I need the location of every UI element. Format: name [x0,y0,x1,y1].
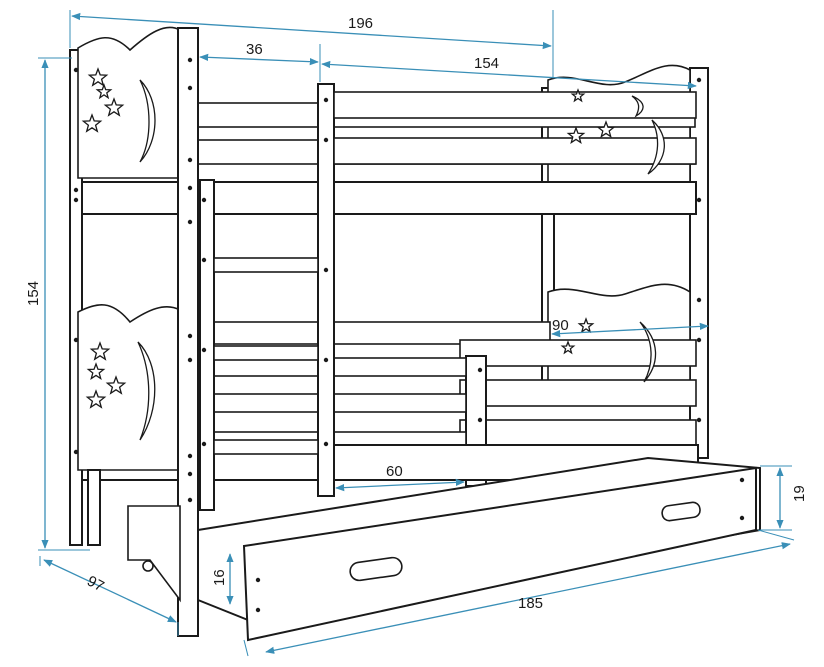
bolt-icon [187,157,193,163]
ladder-rung-3 [213,439,319,455]
bolt-icon [73,187,79,193]
bolt-icon [187,357,193,363]
star-icon [81,113,103,133]
back-lower-headboard [547,283,691,391]
dim-line-ladder-offset [199,53,319,66]
moon-back-lower [639,321,657,383]
bolt-icon [323,357,329,363]
label-entry-opening: 60 [386,463,403,480]
label-mattress-length: 154 [474,55,499,72]
bolt-icon [696,417,702,423]
bolt-icon [201,441,207,447]
bolt-icon [73,449,79,455]
dim-line-total-length [71,12,552,50]
bolt-icon [73,197,79,203]
star-icon [560,340,576,355]
bolt-icon [187,471,193,477]
bolt-icon [323,267,329,273]
bolt-icon [187,85,193,91]
upper-bed-base [77,181,697,215]
bed-structure [69,26,761,642]
front-lower-headboard [77,304,181,471]
dimension-lines [38,10,795,657]
label-depth: 97 [84,573,107,596]
bolt-icon [323,137,329,143]
star-icon [103,97,125,117]
label-drawer-height: 19 [791,485,808,502]
bolt-icon [187,57,193,63]
dim-line-mattress-length [321,60,697,90]
star-icon [95,83,113,100]
label-mattress-width: 90 [552,317,569,334]
bolt-icon [255,577,261,583]
dim-line-mattress-width [551,322,709,338]
bolt-icon [696,197,702,203]
dim-line-entry-opening [335,478,465,492]
bolt-icon [201,347,207,353]
moon-back-upper [647,119,665,175]
star-icon [570,88,586,103]
star-icon [596,120,616,138]
label-drawer-front: 16 [211,569,228,586]
bolt-icon [323,97,329,103]
ladder-rung-2 [213,345,319,361]
bolt-icon [477,367,483,373]
drawer-left-box [127,505,181,603]
bolt-icon [739,515,745,521]
star-icon [85,389,107,409]
bolt-icon [696,77,702,83]
dimension-labels: 196 36 154 154 90 60 97 16 19 185 [25,15,808,612]
ladder-right-rail [317,83,335,497]
lower-guard-rail-2 [459,379,697,407]
bolt-icon [187,185,193,191]
upper-guard-rail-1 [333,91,697,119]
moon-front-upper [139,79,156,163]
bolt-icon [255,607,261,613]
ladder-left-rail [199,179,215,511]
lower-slat-2 [209,393,467,413]
front-left-leg [87,469,101,546]
label-total-length: 196 [348,15,373,32]
upper-guard-rail-2 [333,137,697,165]
bolt-icon [323,441,329,447]
bolts [73,57,745,613]
label-total-height: 154 [25,281,42,306]
bolt-icon [696,337,702,343]
caster-wheel [142,560,154,572]
bolt-icon [73,67,79,73]
moon-front-lower [137,341,156,441]
label-ladder-offset: 36 [246,41,263,58]
front-upper-headboard [77,26,181,179]
bolt-icon [696,297,702,303]
star-icon [89,341,111,361]
lower-guard-rail-1 [459,339,697,367]
bolt-icon [739,477,745,483]
bolt-icon [187,453,193,459]
star-icon [86,362,106,380]
star-icon [87,67,109,87]
bolt-icon [187,219,193,225]
lower-guard-rail-3 [459,419,697,447]
drawer-handle-right [661,501,701,522]
dim-line-drawer-length [265,542,791,654]
ladder-rung-1 [213,257,319,273]
star-icon [105,375,127,395]
bolt-icon [201,197,207,203]
bolt-icon [201,257,207,263]
moon-back-small [631,95,644,118]
bolt-icon [73,337,79,343]
label-drawer-length: 185 [518,595,543,612]
bolt-icon [477,417,483,423]
dim-line-depth [43,559,177,623]
star-icon [566,126,586,144]
front-main-post [177,27,199,637]
bolt-icon [187,333,193,339]
bolt-icon [187,497,193,503]
